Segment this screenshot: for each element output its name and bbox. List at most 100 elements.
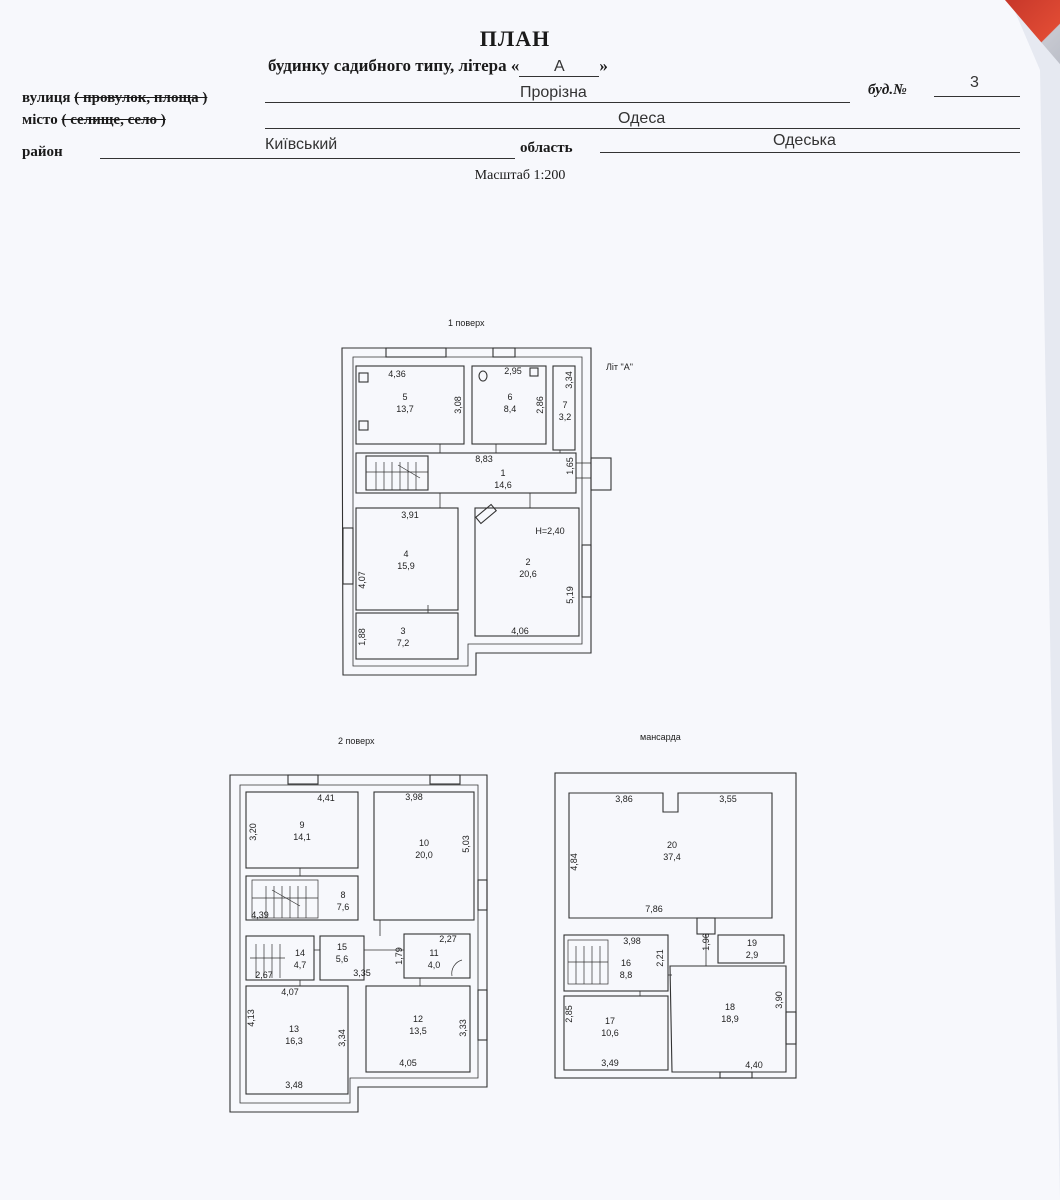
room-area: 16,3 [285, 1036, 303, 1046]
room-10 [373, 791, 475, 921]
dimension-label: 3,35 [353, 968, 371, 978]
fixture [358, 372, 369, 383]
district-value: Київський [265, 136, 338, 153]
room-number: 2 [525, 557, 530, 567]
window [287, 774, 319, 785]
dimension-label: 3,33 [458, 1019, 468, 1037]
room-area: 13,7 [396, 404, 414, 414]
oblast-value: Одеська [773, 132, 836, 149]
window [492, 347, 516, 358]
stair-icon [567, 939, 609, 985]
dimension-label: 3,98 [405, 792, 423, 802]
window [719, 1071, 753, 1079]
room-6 [471, 365, 547, 445]
stair-icon [251, 879, 319, 919]
dimension-label: 4,07 [357, 571, 367, 589]
room-area: 3,2 [559, 412, 572, 422]
building-label: буд.№ [868, 82, 907, 98]
dimension-label: 4,06 [511, 626, 529, 636]
window [785, 1011, 797, 1045]
room-area: 13,5 [409, 1026, 427, 1036]
city-label: місто [22, 112, 58, 128]
dimension-label: 4,13 [246, 1009, 256, 1027]
room-number: 15 [337, 942, 347, 952]
dimension-label: 4,05 [399, 1058, 417, 1068]
dimension-label: 3,08 [453, 396, 463, 414]
dimension-label: 3,55 [719, 794, 737, 804]
attic-plan [554, 772, 797, 1079]
street-label: вулиця [22, 90, 71, 106]
room-number: 11 [429, 948, 438, 958]
room-area: 7,6 [337, 902, 350, 912]
room-number: 4 [403, 549, 408, 559]
dimension-label: 5,03 [461, 835, 471, 853]
sink-icon [529, 367, 539, 377]
room-5 [355, 365, 465, 445]
room-area: 10,6 [601, 1028, 619, 1038]
oblast-label: область [520, 140, 573, 156]
district-underline [100, 158, 515, 159]
room-18 [669, 965, 787, 1073]
room-2 [474, 507, 580, 637]
room-area: 20,0 [415, 850, 433, 860]
window [385, 347, 447, 358]
floor2-outer-wall [229, 774, 488, 1113]
stair-icon [250, 944, 285, 978]
dimension-label: 3,91 [401, 510, 419, 520]
room-number: 8 [340, 890, 345, 900]
dimension-label: 3,49 [601, 1058, 619, 1068]
scale-note: Масштаб 1:200 [474, 168, 566, 183]
litera-note: Літ "А" [606, 362, 633, 372]
room-number: 18 [725, 1002, 735, 1012]
street-value: Прорізна [520, 84, 587, 101]
dimension-label: 4,07 [281, 987, 299, 997]
room-area: 4,0 [428, 960, 441, 970]
room-area: 14,1 [293, 832, 311, 842]
dimension-label: 2,67 [255, 970, 273, 980]
room-19 [717, 934, 785, 964]
room-number: 6 [507, 392, 512, 402]
room-number: 14 [295, 948, 305, 958]
room-area: 37,4 [663, 852, 681, 862]
dimension-label: 2,21 [655, 949, 665, 967]
window [581, 544, 592, 598]
room-area: 5,6 [336, 954, 349, 964]
building-underline [934, 96, 1020, 97]
room-14 [245, 935, 315, 981]
dimension-label: 7,86 [645, 904, 663, 914]
plan-subtitle: будинку садибного типу, літера «А» [268, 56, 608, 77]
dimension-label: 2,85 [564, 1005, 574, 1023]
room-11 [403, 933, 471, 979]
city-value: Одеса [618, 110, 666, 127]
room-number: 12 [413, 1014, 423, 1024]
dimension-label: 4,36 [388, 369, 406, 379]
dimension-label: 4,84 [569, 853, 579, 871]
room-13 [245, 985, 349, 1095]
attic-title: мансарда [640, 732, 681, 742]
attic-outer-wall [554, 772, 797, 1079]
room-area: 8,4 [504, 404, 517, 414]
dimension-label: 1,65 [565, 457, 575, 475]
room-20 [568, 792, 773, 919]
entrance-porch [590, 457, 612, 491]
room-8 [245, 875, 359, 921]
floor1-title: 1 поверх [448, 318, 485, 328]
street-underline [265, 102, 850, 103]
room-number: 7 [562, 400, 567, 410]
dimension-label: 5,19 [565, 586, 575, 604]
room-17 [563, 995, 669, 1071]
room-number: 17 [605, 1016, 615, 1026]
floor1-inner-wall [352, 356, 583, 667]
dimension-label: 8,83 [475, 454, 493, 464]
room-number: 16 [621, 958, 631, 968]
dimension-label: 1,88 [357, 628, 367, 646]
dimension-label: 3,86 [615, 794, 633, 804]
dimension-label: 4,39 [251, 910, 269, 920]
city-underline [265, 128, 1020, 129]
door-swing [451, 959, 463, 977]
room-area: 7,2 [397, 638, 410, 648]
stair-icon [365, 455, 429, 491]
height-note: H=2,40 [535, 526, 564, 536]
